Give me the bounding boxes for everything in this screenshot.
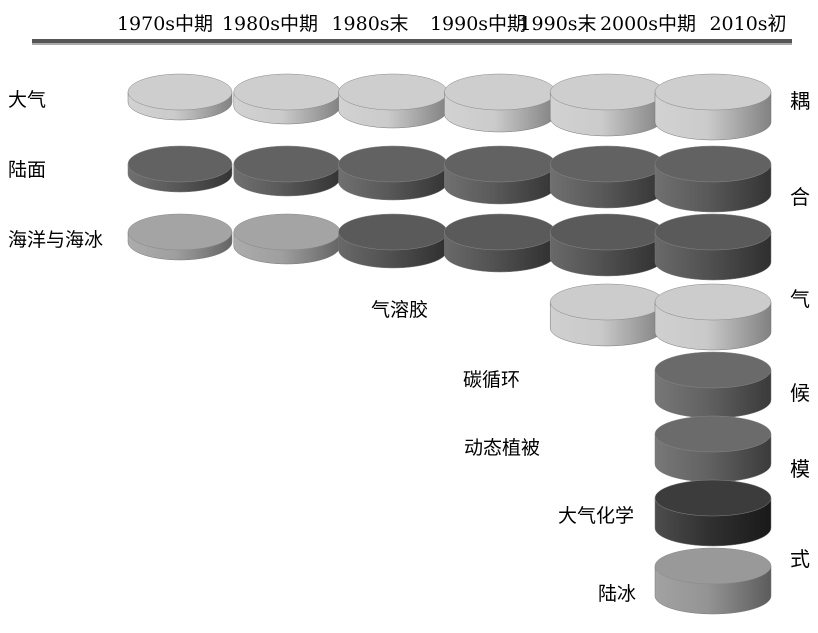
component-disk	[654, 213, 772, 281]
component-disk	[654, 351, 772, 419]
vertical-title-char: 候	[790, 381, 810, 405]
header-rule	[32, 39, 792, 45]
component-label: 碳循环	[463, 369, 520, 391]
component-disk	[444, 145, 556, 205]
era-label: 1980s中期	[222, 13, 318, 35]
component-disk	[127, 213, 233, 261]
era-label: 1990s末	[519, 13, 596, 35]
era-label: 1990s中期	[430, 13, 526, 35]
component-disk	[654, 479, 772, 547]
component-label: 海洋与海冰	[8, 229, 103, 251]
era-label: 1980s末	[331, 13, 408, 35]
component-disk	[444, 213, 556, 273]
component-label: 陆冰	[598, 583, 636, 605]
component-disk	[338, 73, 448, 129]
component-disk	[549, 145, 665, 209]
vertical-title-char: 气	[790, 287, 810, 311]
component-disk	[233, 213, 341, 265]
vertical-title-char: 耦	[790, 89, 810, 113]
component-label: 大气化学	[558, 505, 634, 527]
component-disk	[127, 145, 233, 193]
era-label: 2010s初	[709, 13, 786, 35]
component-disk	[654, 73, 772, 141]
component-disk	[549, 213, 665, 277]
component-disk	[654, 415, 772, 483]
component-disk	[338, 145, 448, 201]
component-label: 陆面	[8, 159, 46, 181]
component-label: 大气	[8, 89, 46, 111]
component-disk	[338, 213, 448, 269]
vertical-title-char: 模	[790, 457, 810, 481]
component-disk	[654, 547, 772, 615]
vertical-title-char: 合	[790, 185, 810, 209]
component-disk	[654, 283, 772, 351]
header-rule-bar	[32, 39, 792, 43]
component-disk	[549, 283, 665, 347]
vertical-title-char: 式	[790, 547, 810, 571]
component-label: 动态植被	[464, 437, 540, 459]
component-disk	[233, 73, 341, 125]
component-disk	[549, 73, 665, 137]
component-disk	[127, 73, 233, 121]
component-disk	[654, 145, 772, 213]
component-disk	[233, 145, 341, 197]
component-label: 气溶胶	[371, 299, 428, 321]
component-disk	[444, 73, 556, 133]
component-disks	[127, 73, 772, 615]
era-label: 2000s中期	[600, 13, 696, 35]
era-label: 1970s中期	[117, 13, 213, 35]
